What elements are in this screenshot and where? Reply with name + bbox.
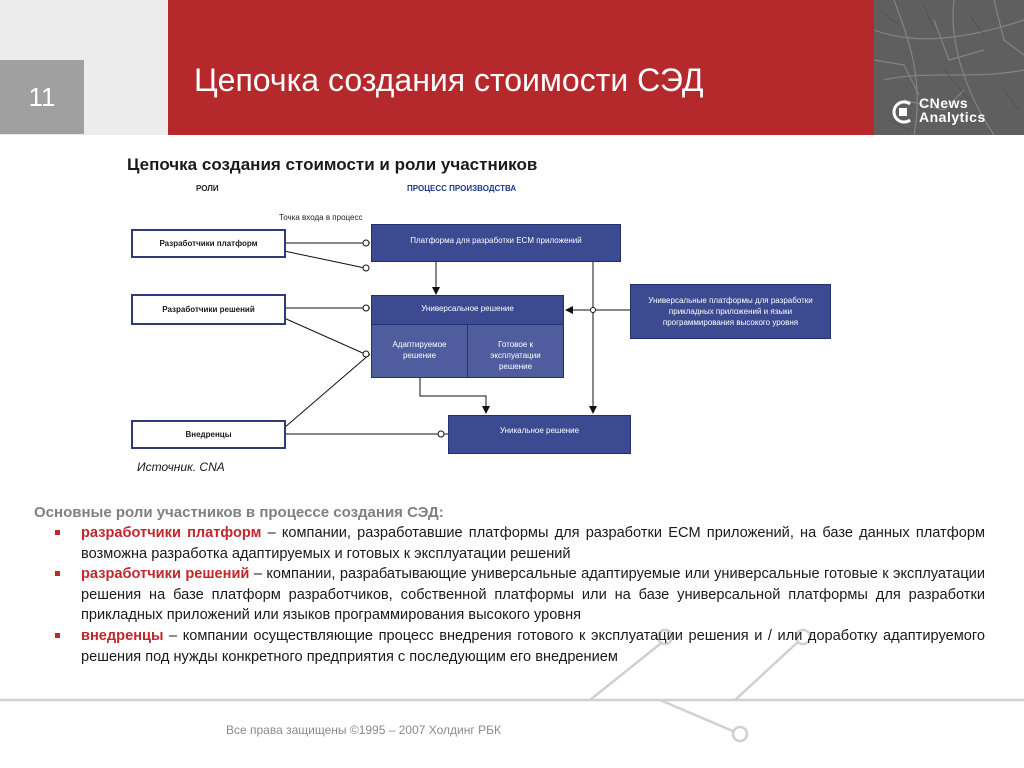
role-description: – компании осуществляющие процесс внедре…	[81, 628, 985, 665]
list-item: внедренцы – компании осуществляющие проц…	[55, 626, 985, 667]
bullet-marker-icon	[55, 633, 60, 638]
roles-section-heading: Основные роли участников в процессе созд…	[34, 504, 444, 521]
bullet-marker-icon	[55, 571, 60, 576]
list-item: разработчики платформ – компании, разраб…	[55, 523, 985, 564]
footer-copyright: Все права защищены ©1995 – 2007 Холдинг …	[226, 723, 501, 737]
role-term: внедренцы	[81, 628, 163, 644]
list-item: разработчики решений – компании, разраба…	[55, 564, 985, 626]
role-term: разработчики решений	[81, 566, 249, 582]
bullet-marker-icon	[55, 530, 60, 535]
roles-list: разработчики платформ – компании, разраб…	[55, 523, 985, 667]
role-term: разработчики платформ	[81, 525, 261, 541]
